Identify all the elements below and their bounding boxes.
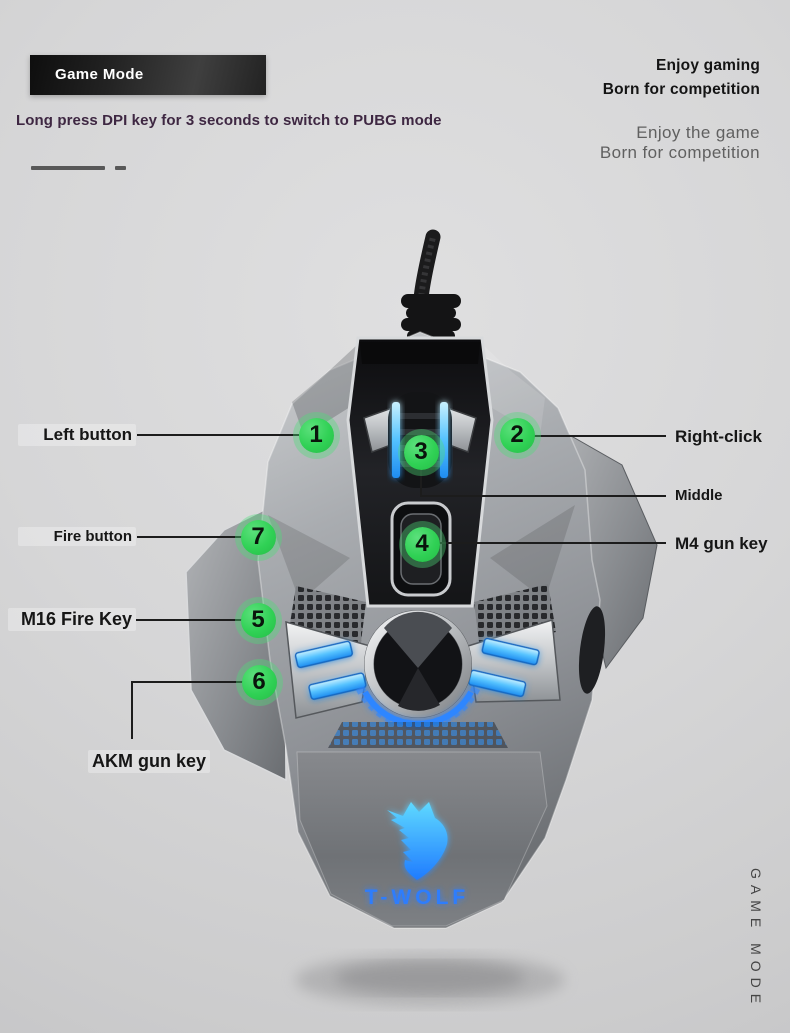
- game-mode-banner: Game Mode: [30, 55, 266, 95]
- callout-line-right-click: [534, 435, 666, 437]
- callout-badge-7: 7: [240, 519, 276, 555]
- callout-line-akm-v: [131, 681, 133, 739]
- floor-shadow: [295, 954, 565, 1006]
- callout-badge-4: 4: [404, 526, 440, 562]
- mouse-cable: [401, 229, 461, 353]
- side-vertical-text: GAME MODE: [748, 868, 764, 1010]
- callout-line-m4: [440, 542, 666, 544]
- dpi-instruction-text: Long press DPI key for 3 seconds to swit…: [16, 112, 442, 129]
- callout-line-akm-h: [131, 681, 243, 683]
- label-fire-button: Fire button: [18, 527, 136, 546]
- weight-knob: [364, 610, 472, 718]
- callout-badge-2: 2: [499, 417, 535, 453]
- cable-strain-relief: [401, 294, 461, 342]
- label-m16-fire-key: M16 Fire Key: [8, 608, 136, 631]
- tagline-bold-1: Enjoy gaming: [655, 57, 760, 74]
- right-led-panel: [467, 619, 561, 703]
- twolf-logo-icon: T-WOLF: [365, 802, 469, 909]
- label-m4-gun-key: M4 gun key: [675, 534, 768, 553]
- callout-badge-3: 3: [403, 434, 439, 470]
- label-middle: Middle: [675, 487, 723, 504]
- callout-line-m16: [136, 619, 242, 621]
- tagline-light-1: Enjoy the game: [636, 123, 760, 142]
- callout-line-middle-v: [420, 469, 422, 496]
- callout-line-fire-button: [137, 536, 242, 538]
- left-led-panel: [285, 620, 371, 719]
- decorative-dash-short: [115, 166, 126, 170]
- callout-badge-1: 1: [298, 417, 334, 453]
- tagline-bold-2: Born for competition: [602, 81, 760, 98]
- brand-text: T-WOLF: [365, 886, 469, 909]
- callout-badge-6: 6: [241, 664, 277, 700]
- tagline-light-2: Born for competition: [599, 143, 760, 162]
- callout-line-left-button: [137, 434, 299, 436]
- label-left-button: Left button: [18, 424, 136, 446]
- callout-line-middle-h: [420, 495, 666, 497]
- label-right-click: Right-click: [675, 427, 762, 446]
- right-side-groove: [578, 606, 606, 694]
- decorative-dash-long: [31, 166, 105, 170]
- callout-badge-5: 5: [240, 602, 276, 638]
- label-akm-gun-key: AKM gun key: [88, 750, 211, 773]
